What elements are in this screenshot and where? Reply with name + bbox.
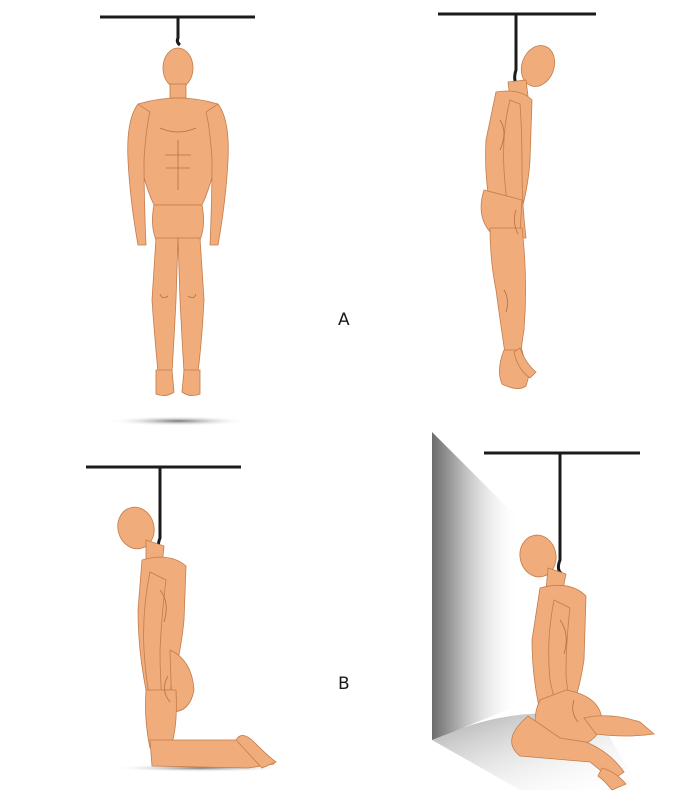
body-a-right <box>481 41 560 389</box>
panel-label-b: B <box>338 676 350 693</box>
floor-shadow-a-left <box>108 416 248 426</box>
rope-b-left <box>158 467 162 552</box>
body-b-left <box>113 503 276 768</box>
panel-label-a: A <box>338 312 350 329</box>
rope-b-right <box>558 453 562 574</box>
figure-a-right <box>438 14 596 389</box>
wall-shadow <box>432 432 520 740</box>
figure-b-left <box>86 467 290 772</box>
rope-a-right <box>515 14 520 88</box>
body-b-right <box>512 532 654 790</box>
figure-b-right <box>432 432 654 790</box>
body-a-left <box>128 48 229 396</box>
figure-a-left <box>100 17 255 426</box>
rope-a-left <box>177 17 180 45</box>
